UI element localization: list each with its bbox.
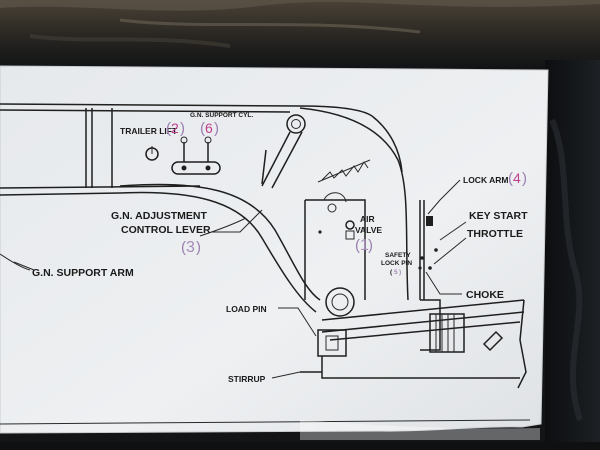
label-gn-support-arm: G.N. SUPPORT ARM	[32, 267, 134, 279]
paren-open-6: (	[200, 120, 205, 137]
lock-arm-handle	[426, 216, 433, 226]
paren-open-4: (	[508, 170, 513, 187]
number-gn-adjustment: 3	[186, 239, 195, 256]
number-trailer-lift: 2	[171, 120, 179, 136]
paren-open-2: (	[166, 120, 171, 137]
number-lock-arm: 4	[513, 170, 521, 186]
paren-open-3: (	[181, 239, 186, 256]
label-lock-pin: LOCK PIN	[381, 260, 412, 267]
label-choke: CHOKE	[466, 289, 504, 301]
label-load-pin: LOAD PIN	[226, 304, 267, 314]
number-safety-lock-pin: 5	[394, 269, 398, 276]
paren-close-4: )	[522, 170, 527, 187]
paren-close-6: )	[214, 120, 219, 137]
paren-close-5: )	[399, 269, 401, 276]
placard-border	[0, 419, 531, 425]
label-gn-support-cyl: G.N. SUPPORT CYL.	[190, 112, 253, 119]
label-stirrup: STIRRUP	[228, 374, 266, 384]
diagram-labels: TRAILER LIFT ( 2 ) G.N. SUPPORT CYL. ( 6…	[32, 112, 528, 384]
paren-open-1: (	[355, 237, 360, 254]
label-gn-adjustment-line2: CONTROL LEVER	[121, 224, 211, 236]
label-trailer-lift: TRAILER LIFT	[120, 126, 178, 136]
placard-card	[0, 65, 549, 434]
label-valve: VALVE	[355, 225, 382, 235]
leader-lines	[13, 179, 467, 379]
label-key-start: KEY START	[469, 210, 528, 222]
paren-close-2: )	[180, 120, 185, 137]
number-air-valve: 1	[360, 237, 369, 254]
paren-open-5: (	[390, 269, 393, 276]
paren-close-1: )	[368, 237, 373, 254]
label-gn-adjustment-line1: G.N. ADJUSTMENT	[111, 210, 207, 222]
label-lock-arm: LOCK ARM	[463, 175, 508, 185]
glare	[300, 420, 540, 440]
gooseneck-frame-drawing	[0, 103, 527, 389]
label-safety: SAFETY	[385, 252, 411, 259]
paren-close-3: )	[196, 239, 201, 256]
number-gn-support-cyl: 6	[205, 120, 213, 136]
label-air: AIR	[360, 214, 375, 224]
label-throttle: THROTTLE	[467, 228, 523, 240]
